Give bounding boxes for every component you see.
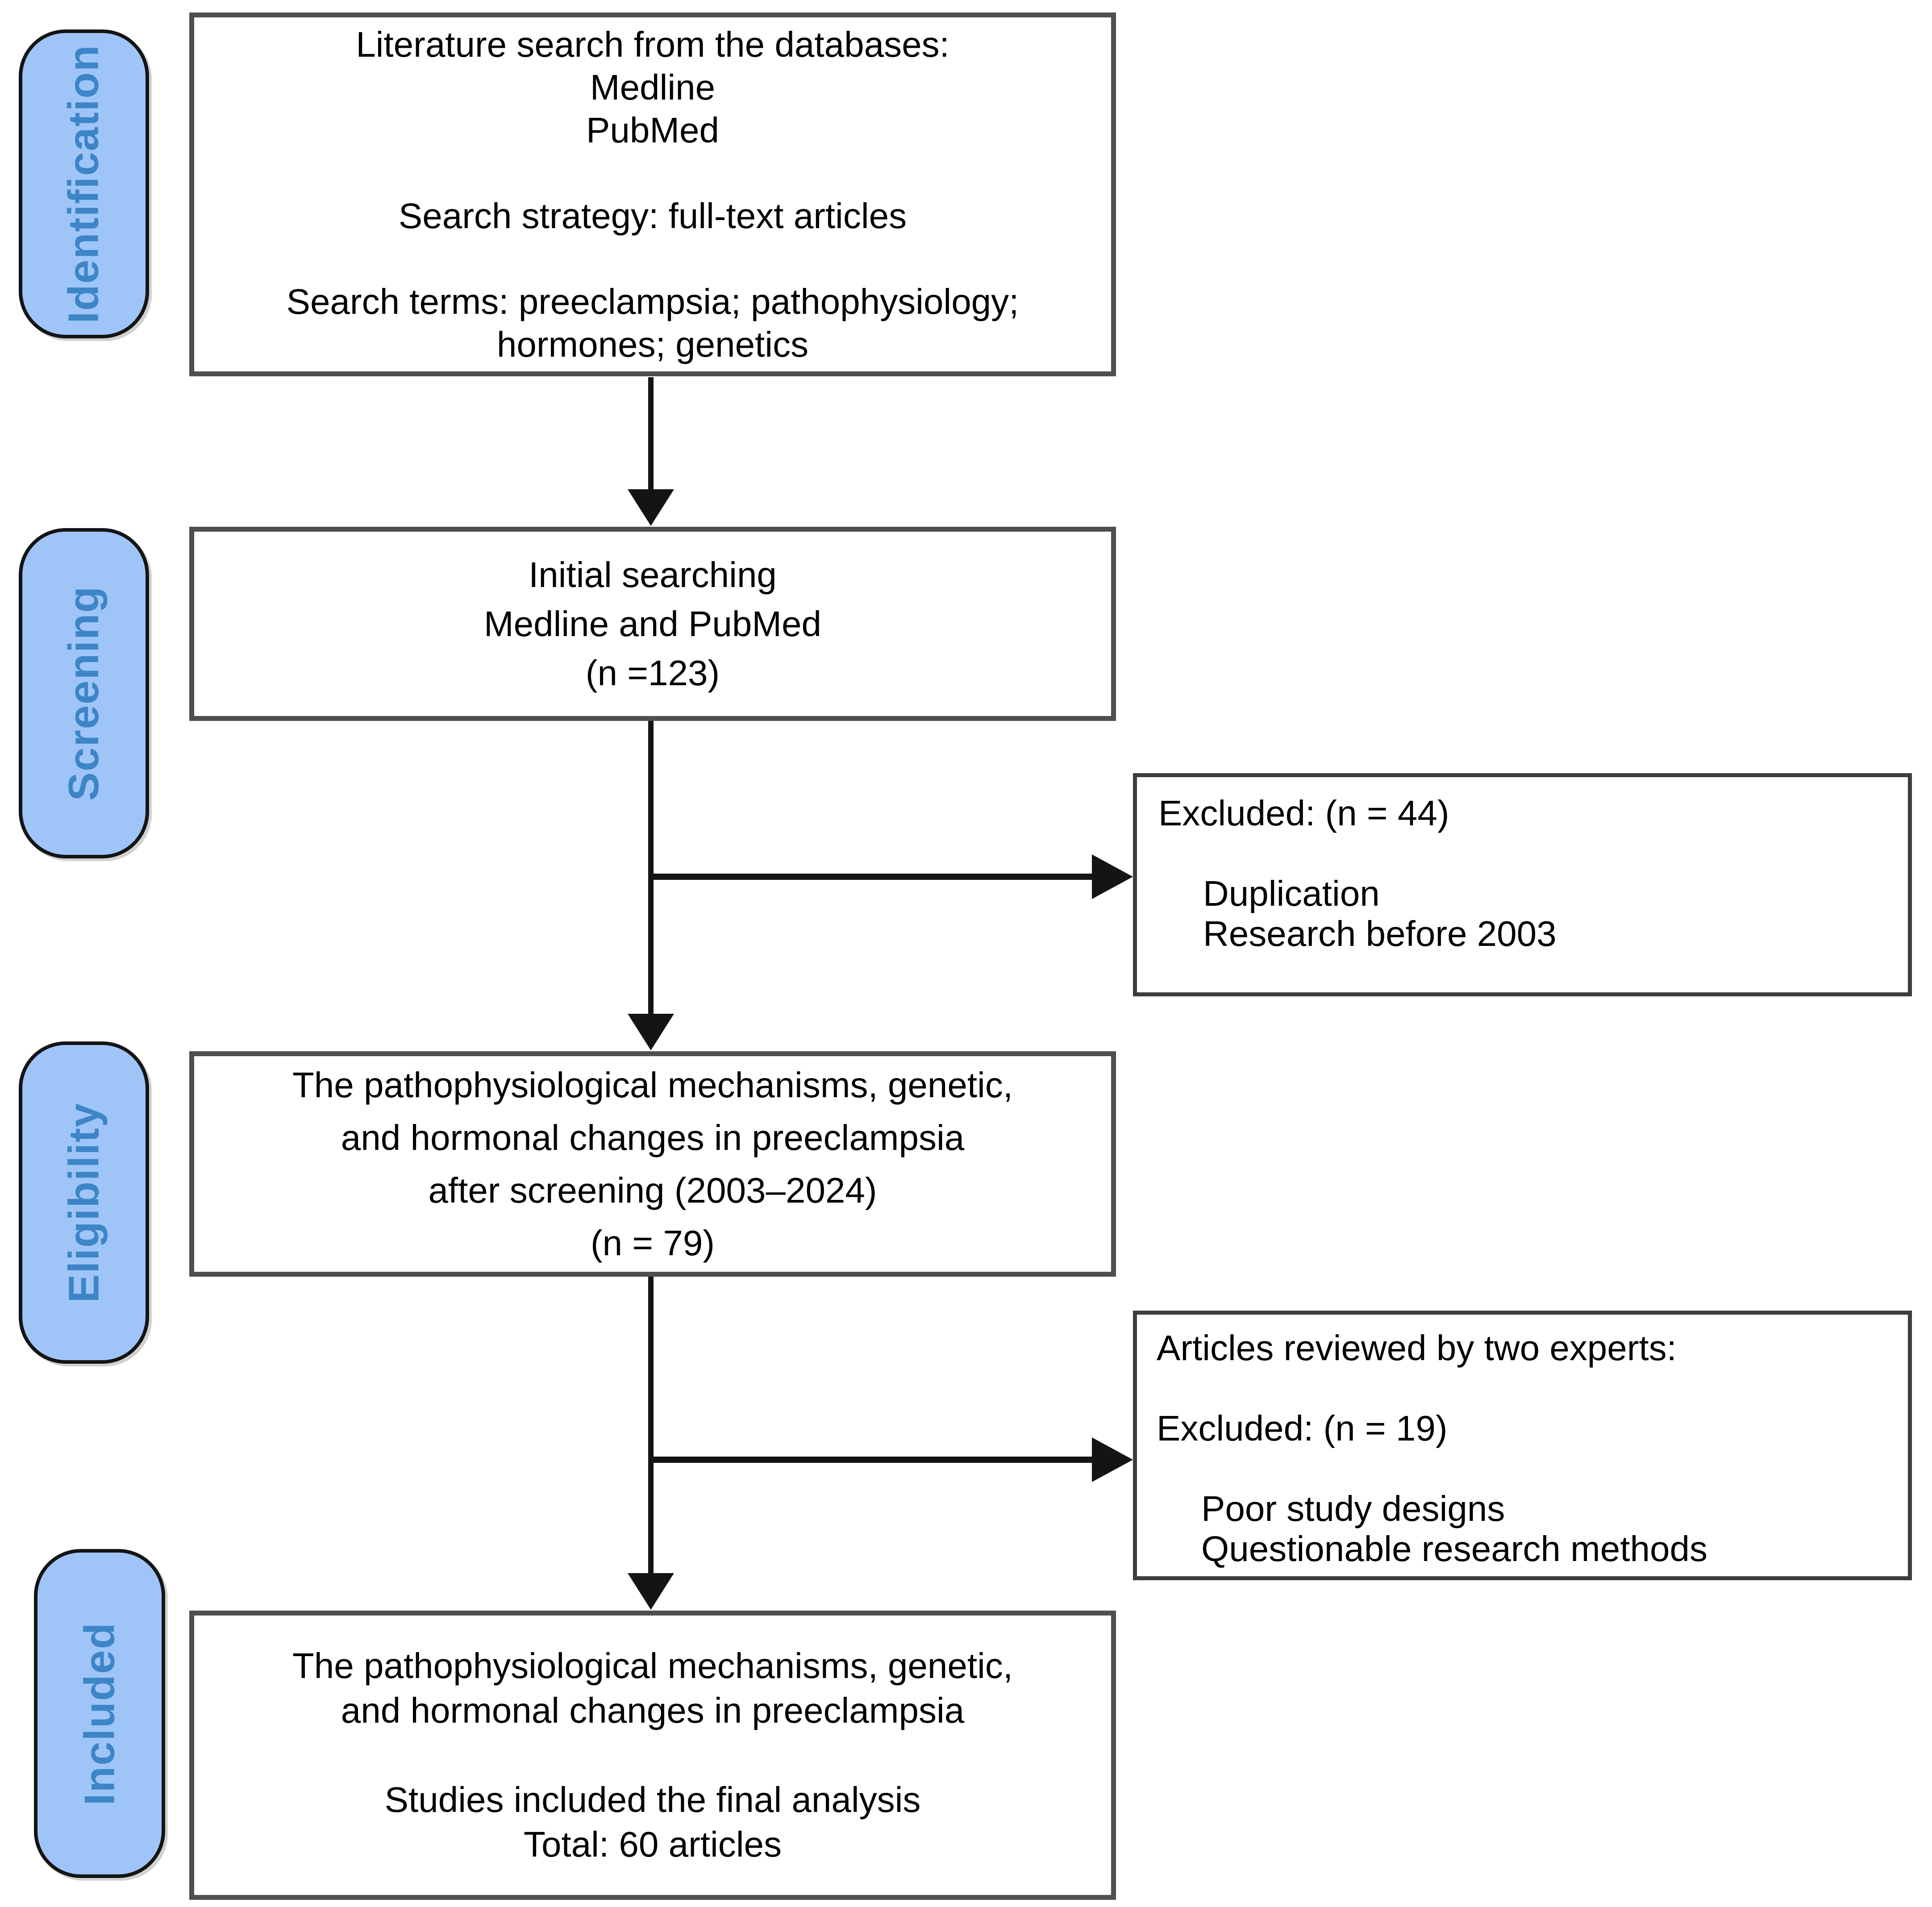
text-line: (n = 79) [591,1223,715,1263]
text-line: Search strategy: full-text articles [398,196,907,236]
text-line: Medline [590,67,716,107]
literature-search-box: Literature search from the databases: Me… [189,12,1116,376]
exclusion-reason: Questionable research methods [1201,1529,1707,1569]
arrow-line-screening-to-eligibility [648,721,654,1015]
arrowhead-right-icon [1092,1437,1133,1482]
text-line: The pathophysiological mechanisms, genet… [292,1065,1013,1105]
text-line: Total: 60 articles [523,1824,782,1864]
stage-eligibility: Eligibility [19,1041,149,1364]
arrow-line-branch-excluded-eligibility [648,1457,1092,1463]
text-line: The pathophysiological mechanisms, genet… [292,1646,1013,1686]
text-line: (n =123) [585,653,720,693]
arrowhead-right-icon [1092,854,1133,899]
excluded-screening-box: Excluded: (n = 44) Duplication Research … [1133,773,1912,996]
arrowhead-down-icon [628,1573,674,1610]
after-screening-box: The pathophysiological mechanisms, genet… [189,1051,1116,1277]
included-final-box: The pathophysiological mechanisms, genet… [189,1611,1116,1900]
arrow-line-branch-excluded-screening [648,874,1092,880]
blank-line [1157,1368,1890,1408]
text-line: Search terms: preeclampsia; pathophysiol… [286,281,1019,321]
stage-screening-label: Screening [60,585,108,801]
exclusion-reason: Research before 2003 [1203,914,1557,954]
text-line: and hormonal changes in preeclampsia [341,1690,965,1730]
text-line: after screening (2003–2024) [428,1170,877,1210]
stage-identification: Identification [19,29,149,338]
stage-included: Included [34,1549,165,1878]
text-line: hormones; genetics [496,324,809,364]
text-line: and hormonal changes in preeclampsia [341,1117,965,1158]
arrowhead-down-icon [628,489,674,526]
exclusion-reason: Duplication [1203,874,1380,913]
stage-screening: Screening [19,528,149,858]
excluded-count: Excluded: (n = 19) [1157,1408,1448,1448]
arrow-line-identification-to-screening [648,377,654,491]
text-line: PubMed [586,110,719,150]
excluded-count: Excluded: (n = 44) [1158,793,1449,833]
blank-line [194,237,1111,280]
text-line: Studies included the final analysis [384,1780,921,1820]
blank-line [1157,1449,1890,1489]
blank-line [194,152,1111,195]
arrow-line-eligibility-to-included [648,1277,654,1574]
excluded-eligibility-box: Articles reviewed by two experts: Exclud… [1133,1311,1912,1580]
text-line: Initial searching [529,554,777,595]
initial-searching-box: Initial searching Medline and PubMed (n … [189,527,1116,721]
review-note: Articles reviewed by two experts: [1157,1328,1677,1368]
blank-line [194,1733,1111,1778]
exclusion-reason: Poor study designs [1201,1489,1505,1528]
stage-eligibility-label: Eligibility [60,1102,108,1303]
arrowhead-down-icon [628,1014,674,1050]
blank-line [1158,833,1890,874]
text-line: Medline and PubMed [483,604,822,644]
stage-identification-label: Identification [60,44,108,324]
text-line: Literature search from the databases: [356,24,949,64]
stage-included-label: Included [75,1622,123,1805]
